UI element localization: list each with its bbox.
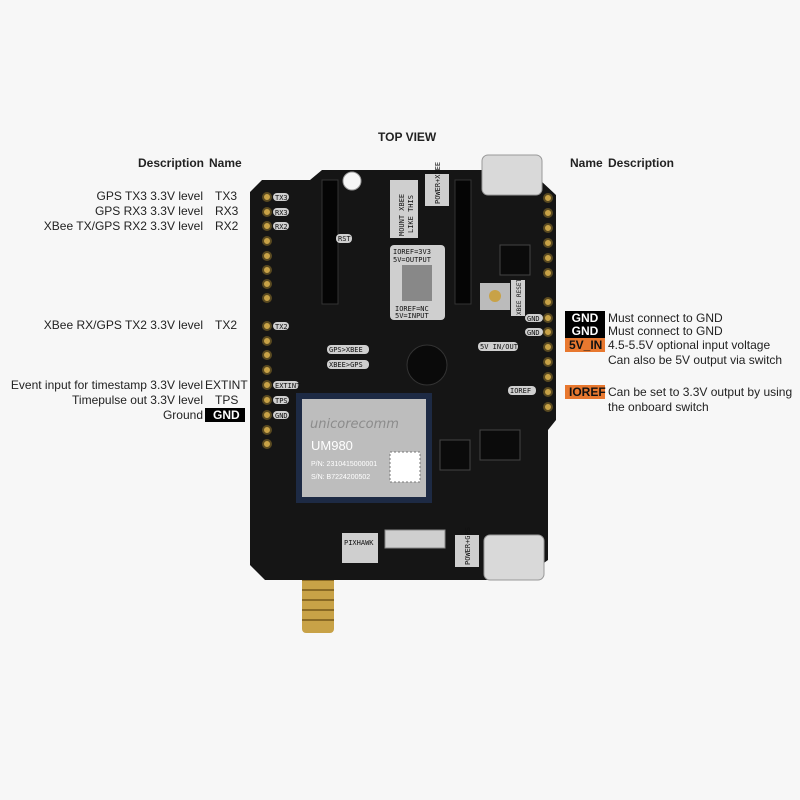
pin-name-gnd-2: GND — [565, 324, 605, 338]
svg-text:TX3: TX3 — [275, 194, 288, 202]
svg-text:POWER+XBEE: POWER+XBEE — [434, 162, 442, 204]
pin-name-5v-in: 5V_IN — [565, 338, 605, 352]
svg-text:5V IN/OUT: 5V IN/OUT — [480, 343, 519, 351]
svg-text:RX2: RX2 — [275, 223, 288, 231]
left-description-header: Description — [137, 156, 204, 170]
ic-u3 — [479, 429, 521, 461]
svg-text:IOREF: IOREF — [510, 387, 531, 395]
xbee-header-left — [321, 179, 339, 305]
pin-description-gnd-2: Must connect to GND — [608, 324, 723, 338]
svg-text:P/N: 2310415000001: P/N: 2310415000001 — [311, 461, 377, 468]
usb-c-port-bottom — [483, 534, 545, 581]
pin-name-rx2: RX2 — [215, 219, 239, 233]
pin-description-rx3: GPS RX3 3.3V level — [94, 204, 203, 218]
svg-text:EXTINT: EXTINT — [275, 382, 301, 390]
svg-text:GND: GND — [527, 329, 540, 337]
pin-name-ioref: IOREF — [565, 385, 606, 399]
um980-module: unicorecomm UM980 P/N: 2310415000001 S/N… — [296, 393, 432, 503]
pin-description-5v-in: 4.5-5.5V optional input voltage — [608, 338, 771, 352]
svg-text:GPS>XBEE: GPS>XBEE — [329, 346, 363, 354]
svg-text:IOREF=3V3: IOREF=3V3 — [393, 248, 431, 256]
pin-description-gnd: Ground — [162, 408, 203, 422]
xbee-header-right — [454, 179, 472, 305]
usb-c-port-top — [481, 154, 543, 196]
pin-description-tx2: XBee RX/GPS TX2 3.3V level — [43, 318, 203, 332]
svg-text:IOREF=NC: IOREF=NC — [395, 305, 429, 313]
pin-name-tx2: TX2 — [215, 318, 238, 332]
svg-text:POWER+GPS: POWER+GPS — [464, 527, 472, 565]
svg-text:GND: GND — [275, 412, 288, 420]
svg-text:LIKE THIS: LIKE THIS — [407, 195, 415, 233]
svg-text:TPS: TPS — [275, 397, 288, 405]
pin-description-extint: Event input for timestamp 3.3V level — [10, 378, 203, 392]
mounting-hole — [342, 171, 362, 191]
pin-name-gnd: GND — [205, 408, 245, 422]
svg-text:unicorecomm: unicorecomm — [310, 417, 399, 432]
svg-text:MOUNT XBEE: MOUNT XBEE — [398, 194, 406, 236]
battery — [406, 344, 448, 386]
svg-text:XBEE>GPS: XBEE>GPS — [329, 361, 363, 369]
svg-text:GND: GND — [527, 315, 540, 323]
view-title: TOP VIEW — [378, 130, 437, 144]
svg-text:5V=OUTPUT: 5V=OUTPUT — [393, 256, 432, 264]
svg-text:5V=INPUT: 5V=INPUT — [395, 312, 430, 320]
pin-description-ioref-2: the onboard switch — [608, 400, 709, 414]
pin-description-tx3: GPS TX3 3.3V level — [96, 189, 204, 203]
pin-description-5v-in-2: Can also be 5V output via switch — [608, 353, 783, 367]
rst-label: RST — [338, 235, 351, 243]
pin-description-rx2: XBee TX/GPS RX2 3.3V level — [43, 219, 203, 233]
ioref-slide-switch — [402, 265, 432, 301]
pin-description-ioref: Can be set to 3.3V output by using — [608, 385, 793, 399]
right-header-pins — [543, 193, 553, 412]
xbee-reset-label: XBEE RESET — [516, 278, 523, 315]
pin-description-gnd-1: Must connect to GND — [608, 311, 723, 325]
pin-name-tps: TPS — [215, 393, 239, 407]
right-name-header: Name — [570, 156, 603, 170]
pin-name-gnd-1: GND — [565, 311, 605, 325]
ic-u6 — [499, 244, 531, 276]
svg-text:TX2: TX2 — [275, 323, 288, 331]
ic-u2 — [439, 439, 471, 471]
pin-name-rx3: RX3 — [215, 204, 239, 218]
left-name-header: Name — [209, 156, 242, 170]
pin-description-tps: Timepulse out 3.3V level — [72, 393, 203, 407]
svg-text:UM980: UM980 — [311, 438, 353, 453]
pin-name-extint: EXTINT — [205, 378, 248, 392]
right-description-header: Description — [608, 156, 675, 170]
left-header-pins — [262, 192, 272, 449]
pin-name-tx3: TX3 — [215, 189, 238, 203]
svg-text:PIXHAWK: PIXHAWK — [344, 539, 374, 547]
svg-text:S/N: B7224200502: S/N: B7224200502 — [311, 474, 370, 481]
qr-code — [389, 451, 421, 483]
svg-text:RX3: RX3 — [275, 209, 288, 217]
pixhawk-connector — [384, 529, 446, 549]
